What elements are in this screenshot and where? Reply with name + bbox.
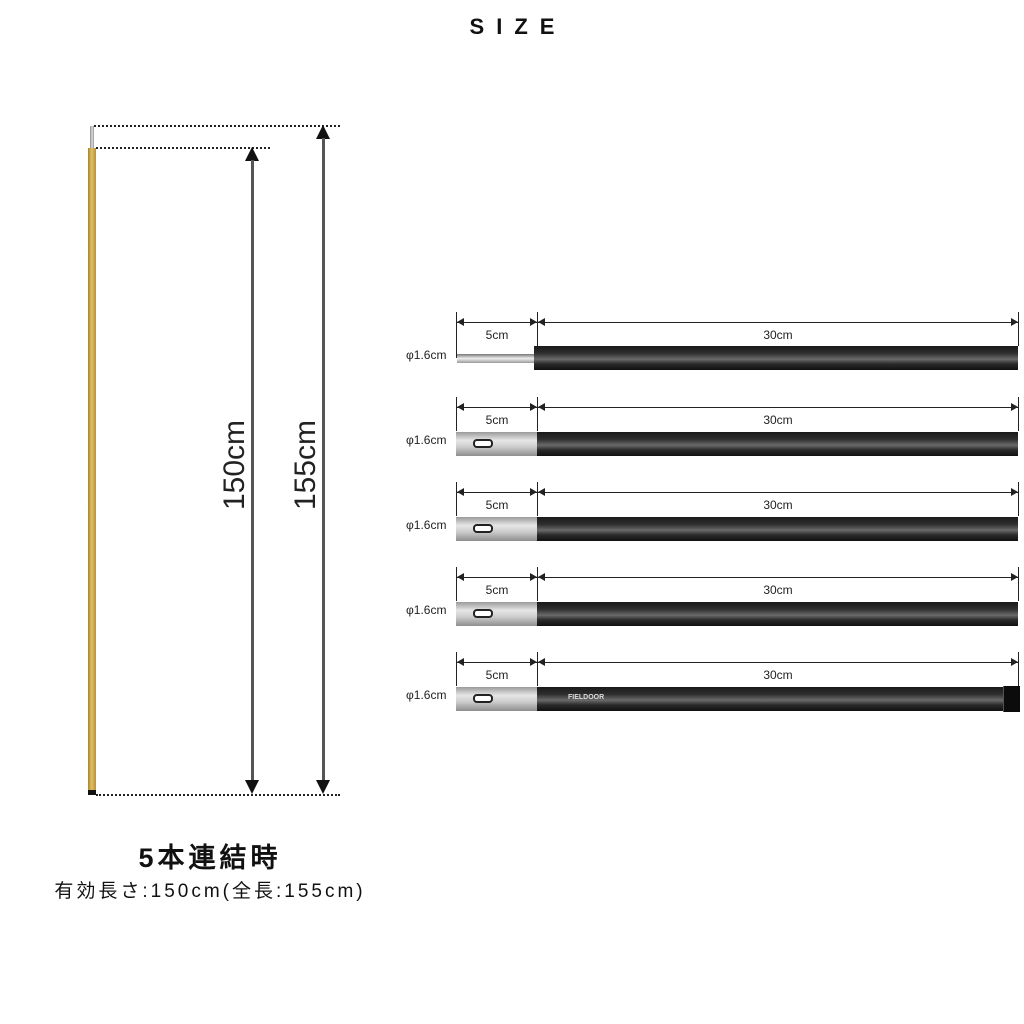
sleeve-slot xyxy=(473,439,493,448)
bottom-guide xyxy=(96,794,340,796)
pole-end-cap xyxy=(1003,686,1020,712)
sleeve-slot xyxy=(473,609,493,618)
total-length-label: 155cm xyxy=(289,419,322,511)
diameter-label: φ1.6cm xyxy=(406,433,447,447)
joint-length-label: 5cm xyxy=(485,498,509,512)
sleeve-slot xyxy=(473,694,493,703)
joint-length-label: 5cm xyxy=(485,328,509,342)
pole-segment-tube xyxy=(537,517,1018,541)
tube-length-label: 30cm xyxy=(763,668,793,682)
effective-length-line xyxy=(251,160,254,782)
total-length-top-guide xyxy=(94,125,340,127)
tube-length-label: 30cm xyxy=(763,413,793,427)
pole-segment-tube xyxy=(537,687,1004,711)
sleeve-slot xyxy=(473,524,493,533)
effective-length-top-guide xyxy=(96,147,270,149)
pole-end-cap xyxy=(88,790,96,795)
page-title: SIZE xyxy=(469,14,567,39)
connector-sleeve xyxy=(456,517,538,541)
assembled-caption-detail: 有効長さ:150cm(全長:155cm) xyxy=(54,881,366,902)
joint-length-label: 5cm xyxy=(485,668,509,682)
assembled-pole xyxy=(88,148,96,794)
pole-tip-pin xyxy=(90,126,94,148)
diameter-label: φ1.6cm xyxy=(406,518,447,532)
connector-sleeve xyxy=(456,432,538,456)
arrow-up-icon xyxy=(316,125,330,139)
pole-segment-tube xyxy=(537,602,1018,626)
diameter-label: φ1.6cm xyxy=(406,348,447,362)
segment-row-3: 5cm 30cm φ1.6cm xyxy=(400,482,1024,562)
arrow-down-icon xyxy=(245,780,259,794)
effective-length-label: 150cm xyxy=(218,419,251,511)
diameter-label: φ1.6cm xyxy=(406,688,447,702)
pole-segment-tube xyxy=(534,346,1018,370)
segment-row-1: 5cm 30cm φ1.6cm xyxy=(400,312,1024,392)
connector-pin xyxy=(457,354,535,363)
assembled-caption-title: 5本連結時 xyxy=(138,843,282,873)
pole-segment-tube xyxy=(537,432,1018,456)
total-length-line xyxy=(322,138,325,782)
segment-row-4: 5cm 30cm φ1.6cm xyxy=(400,567,1024,647)
diameter-label: φ1.6cm xyxy=(406,603,447,617)
tube-length-label: 30cm xyxy=(763,328,793,342)
segment-row-5: 5cm 30cm φ1.6cm FIELDOOR xyxy=(400,652,1024,732)
connector-sleeve xyxy=(456,687,538,711)
tube-length-label: 30cm xyxy=(763,583,793,597)
joint-length-label: 5cm xyxy=(485,413,509,427)
joint-length-label: 5cm xyxy=(485,583,509,597)
tube-length-label: 30cm xyxy=(763,498,793,512)
segment-row-2: 5cm 30cm φ1.6cm xyxy=(400,397,1024,477)
arrow-down-icon xyxy=(316,780,330,794)
arrow-up-icon xyxy=(245,147,259,161)
brand-logo: FIELDOOR xyxy=(568,694,605,701)
connector-sleeve xyxy=(456,602,538,626)
